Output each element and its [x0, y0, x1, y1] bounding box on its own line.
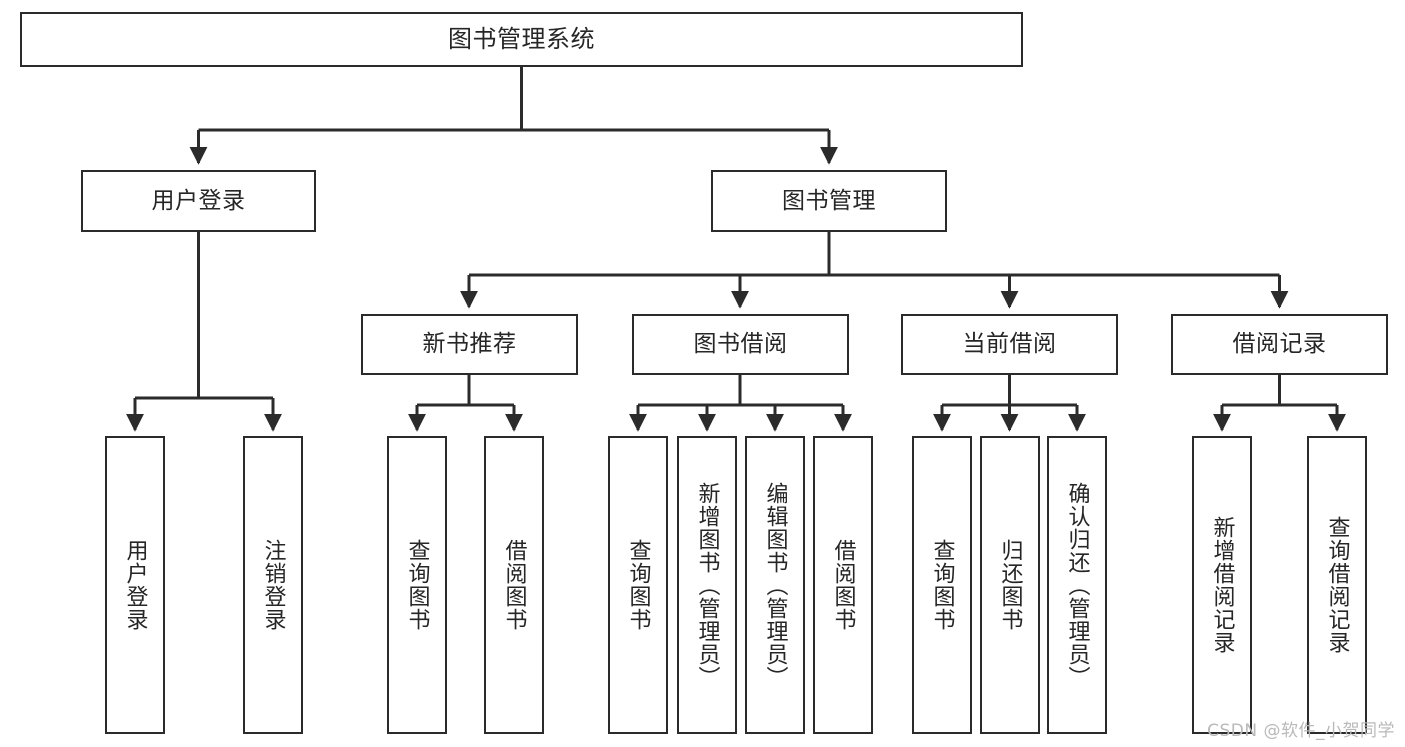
leaf-current-query-book[interactable]: 查询图书 — [912, 436, 972, 734]
node-label: 图书管理 — [782, 187, 876, 214]
node-label: 用户登录 — [151, 187, 246, 214]
node-label: 查询图书 — [625, 539, 651, 631]
node-label: 图书借阅 — [693, 331, 788, 358]
node-label: 查询图书 — [929, 539, 955, 631]
node-root-system[interactable]: 图书管理系统 — [20, 12, 1023, 67]
node-label: 编辑图书（管理员） — [762, 481, 788, 689]
leaf-borrow-query-book[interactable]: 查询图书 — [608, 436, 668, 734]
node-borrow-records[interactable]: 借阅记录 — [1171, 314, 1388, 375]
leaf-records-add-record[interactable]: 新增借阅记录 — [1192, 436, 1252, 734]
leaf-borrow-edit-book[interactable]: 编辑图书（管理员） — [745, 436, 805, 734]
node-label: 新增借阅记录 — [1209, 516, 1235, 654]
leaf-user-login-signin[interactable]: 用户登录 — [105, 436, 165, 734]
node-label: 新书推荐 — [422, 331, 517, 358]
node-label: 用户登录 — [122, 539, 148, 631]
node-label: 注销登录 — [260, 539, 286, 631]
node-label: 归还图书 — [997, 539, 1023, 631]
node-label: 借阅图书 — [501, 539, 527, 631]
leaf-borrow-borrow-book[interactable]: 借阅图书 — [813, 436, 873, 734]
leaf-recommend-query-book[interactable]: 查询图书 — [387, 436, 447, 734]
node-current-borrow[interactable]: 当前借阅 — [901, 314, 1118, 375]
node-label: 当前借阅 — [962, 331, 1057, 358]
leaf-recommend-borrow-book[interactable]: 借阅图书 — [484, 436, 544, 734]
leaf-records-query-record[interactable]: 查询借阅记录 — [1307, 436, 1367, 734]
node-label: 查询借阅记录 — [1324, 516, 1350, 654]
csdn-watermark: CSDN @软件_小贺同学 — [1207, 721, 1395, 741]
node-book-borrow[interactable]: 图书借阅 — [632, 314, 849, 375]
leaf-current-confirm-return[interactable]: 确认归还（管理员） — [1047, 436, 1107, 734]
node-label: 借阅图书 — [830, 539, 856, 631]
leaf-user-login-signout[interactable]: 注销登录 — [243, 436, 303, 734]
leaf-borrow-add-book[interactable]: 新增图书（管理员） — [677, 436, 737, 734]
node-new-book-recommend[interactable]: 新书推荐 — [361, 314, 578, 375]
node-label: 确认归还（管理员） — [1064, 481, 1090, 689]
node-label: 图书管理系统 — [448, 24, 595, 53]
node-label: 借阅记录 — [1232, 331, 1327, 358]
node-label: 查询图书 — [404, 539, 430, 631]
node-label: 新增图书（管理员） — [694, 481, 720, 689]
node-book-management[interactable]: 图书管理 — [711, 170, 947, 232]
node-user-login[interactable]: 用户登录 — [81, 170, 316, 232]
leaf-current-return-book[interactable]: 归还图书 — [980, 436, 1040, 734]
